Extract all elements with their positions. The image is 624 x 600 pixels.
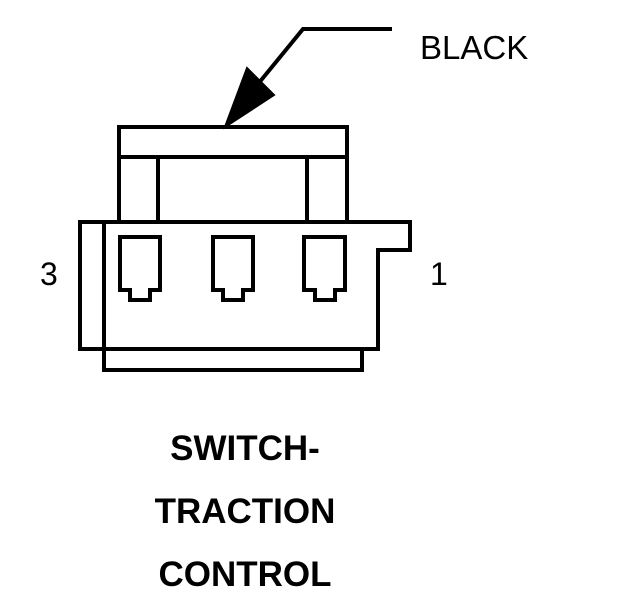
connector-housing xyxy=(78,220,412,351)
connector-cover-bar xyxy=(117,125,349,159)
terminal-cavity-pin3 xyxy=(118,235,162,302)
connector-cover-leg-left xyxy=(117,155,160,224)
wire-arrowhead xyxy=(223,66,276,130)
pin-number-label-right: 1 xyxy=(430,256,448,292)
pin-number-label-left: 3 xyxy=(40,256,58,292)
connector-base xyxy=(102,347,364,372)
wire-color-label: BLACK xyxy=(420,29,529,66)
component-title-line-2: TRACTION xyxy=(154,492,336,531)
terminal-cavity-pin1 xyxy=(302,235,347,302)
terminal-cavity-pin2 xyxy=(211,235,255,302)
component-title-line-1: SWITCH- xyxy=(170,429,320,468)
component-title-line-3: CONTROL xyxy=(158,555,332,594)
connector-cover-leg-right xyxy=(305,155,349,224)
wire-leader-line xyxy=(256,27,392,86)
